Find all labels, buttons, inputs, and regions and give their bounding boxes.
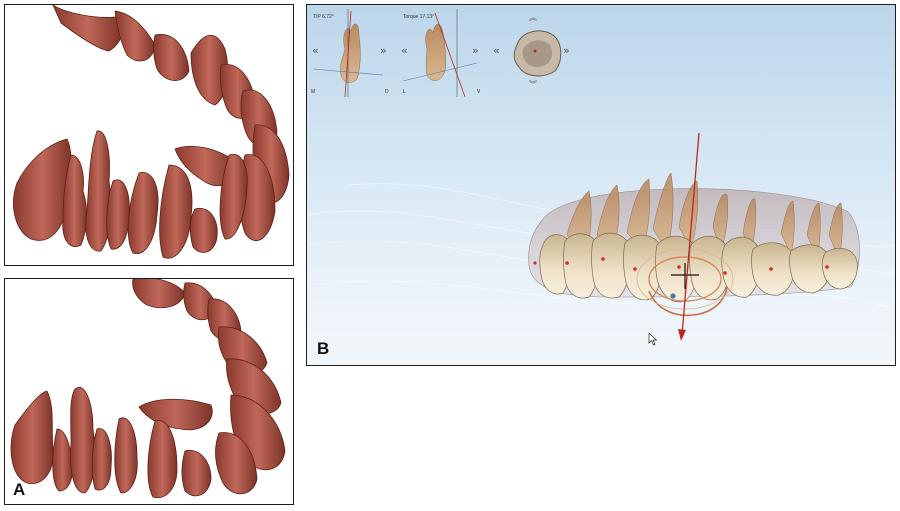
axis-label-d: D — [385, 89, 389, 95]
viewer-scene — [307, 9, 895, 346]
tip-rotate-right-button[interactable]: » — [380, 44, 387, 57]
torque-angle-label: Torque 17.13° — [403, 14, 435, 20]
occlusal-rotate-up-button[interactable]: ︽ — [529, 13, 537, 22]
occlusal-preview[interactable] — [513, 30, 562, 77]
panel-b-3d-viewer: TIP 6.72° Torque 17.13° M D L V « » « » … — [306, 4, 896, 366]
occlusal-rotate-left-button[interactable]: « — [493, 44, 500, 57]
torque-rotate-left-button[interactable]: « — [401, 44, 408, 57]
tip-rotate-left-button[interactable]: « — [312, 44, 319, 57]
tooth-model-top-render — [13, 5, 290, 259]
torque-rotate-right-button[interactable]: » — [472, 44, 479, 57]
axis-label-m: M — [311, 89, 316, 95]
axis-label-v: V — [477, 89, 481, 95]
panel-b-label: B — [317, 339, 330, 358]
tooth-model-side-render — [10, 279, 286, 499]
tip-angle-label: TIP 6.72° — [313, 14, 334, 20]
mouse-cursor-icon — [648, 332, 658, 346]
panel-a-label: A — [13, 480, 26, 499]
tooth-long-axis[interactable] — [678, 132, 700, 341]
rotation-gizmo[interactable] — [636, 248, 734, 317]
panel-a-side-view: A — [4, 278, 294, 505]
occlusal-rotate-right-button[interactable]: » — [563, 44, 570, 57]
torque-preview[interactable] — [402, 9, 478, 98]
panel-a-top-view — [4, 4, 294, 266]
axis-label-l: L — [403, 89, 406, 95]
occlusal-rotate-down-button[interactable]: ︾ — [529, 80, 537, 89]
tip-preview[interactable] — [312, 9, 384, 98]
